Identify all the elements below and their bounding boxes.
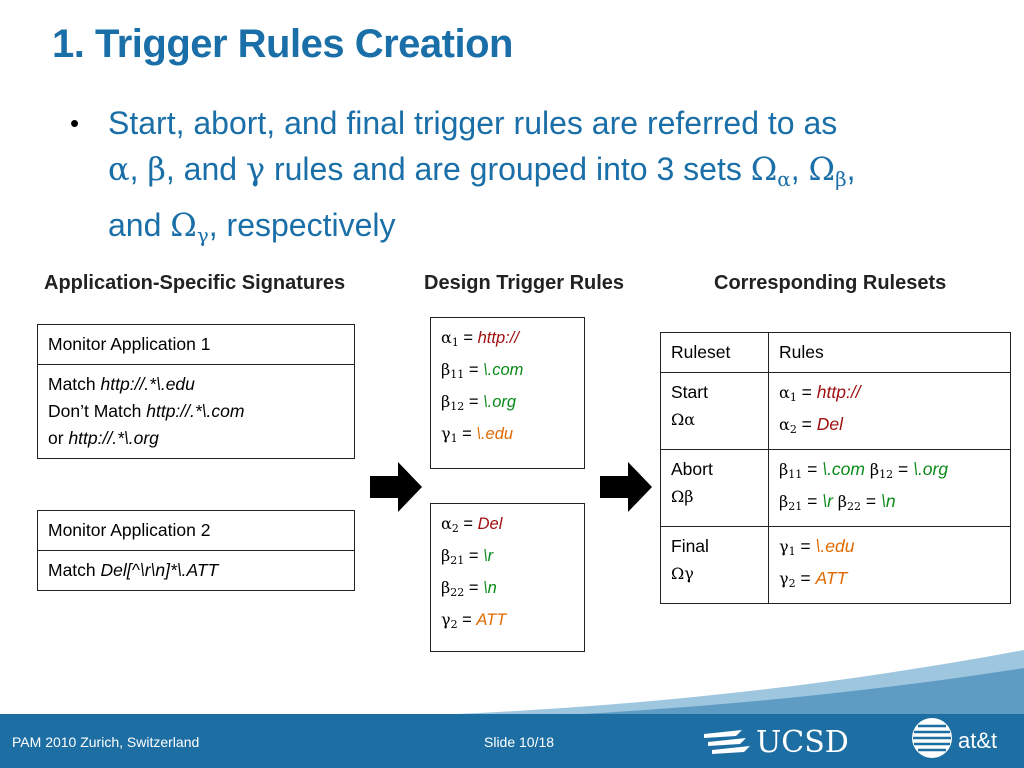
ruleset-start: Start Ωα [660, 372, 769, 450]
rules-start: α1 = http:// α2 = Del [768, 372, 1011, 450]
table-row: Start Ωα α1 = http:// α2 = Del [660, 372, 1011, 450]
rule-line: γ1 = \.edu [441, 424, 514, 445]
att-wordmark: at&t [958, 728, 998, 753]
omega-gamma-symbol: Ω [170, 206, 197, 244]
bullet-text: Start, abort, and final trigger rules ar… [108, 100, 968, 258]
ruleset-table: Ruleset Rules Start Ωα α1 = http:// α2 =… [660, 332, 1011, 604]
omega-sub-beta: β [835, 167, 847, 191]
app2-match-value: Del[^\r\n]*\.ATT [100, 560, 219, 580]
footer-conference: PAM 2010 Zurich, Switzerland [12, 734, 200, 750]
design-rules-box-1: α1 = http:// β11 = \.com β12 = \.org γ1 … [430, 317, 585, 469]
bullet-text-3: rules and are grouped into 3 sets [265, 151, 751, 187]
app1-signature: Match http://.*\.edu Don’t Match http://… [38, 365, 354, 458]
heading-rulesets: Corresponding Rulesets [714, 272, 947, 294]
app2-match-label: Match [48, 560, 101, 580]
rule-line: β12 = \.org [441, 392, 517, 413]
rule-line: β22 = \n [441, 578, 497, 599]
rules-final: γ1 = \.edu γ2 = ATT [768, 526, 1011, 604]
app1-or-label: or [48, 428, 69, 448]
omega-sub-alpha: α [777, 167, 791, 191]
bullet-comma-2: , [846, 151, 856, 187]
heading-signatures: Application-Specific Signatures [44, 272, 346, 294]
monitor-app-1-box: Monitor Application 1 Match http://.*\.e… [37, 324, 355, 459]
ucsd-wordmark: UCSD [756, 725, 849, 760]
app1-dont-match-label: Don’t Match [48, 401, 147, 421]
beta-symbol: β [147, 150, 166, 188]
footer-bar [0, 714, 1024, 768]
ruleset-final: Final Ωγ [660, 526, 769, 604]
header-ruleset: Ruleset [660, 332, 769, 373]
bullet-text-1: Start, abort, and final trigger rules ar… [108, 105, 838, 141]
gamma-symbol: γ [245, 150, 266, 188]
omega-sub-gamma: γ [196, 223, 209, 247]
footer-slide-number: Slide 10/18 [484, 734, 555, 750]
app1-header: Monitor Application 1 [38, 325, 354, 365]
omega-alpha-symbol: Ω [750, 150, 778, 188]
bullet-and-2: and [108, 207, 171, 243]
app2-header: Monitor Application 2 [38, 511, 354, 551]
alpha-symbol: α [108, 150, 130, 188]
table-row: Final Ωγ γ1 = \.edu γ2 = ATT [660, 526, 1011, 604]
arrow-right-icon [600, 462, 652, 512]
slide-title: 1. Trigger Rules Creation [52, 22, 513, 66]
rule-line: α2 = Del [441, 514, 503, 535]
arrow-right-icon [370, 462, 422, 512]
bullet-and: , and [165, 151, 246, 187]
bullet-comma: , [790, 151, 809, 187]
ruleset-abort: Abort Ωβ [660, 449, 769, 527]
design-rules-box-2: α2 = Del β21 = \r β22 = \n γ2 = ATT [430, 503, 585, 652]
rule-line: α1 = http:// [441, 328, 519, 349]
table-row: Abort Ωβ β11 = \.com β12 = \.org β21 = \… [660, 449, 1011, 527]
app1-dont-match-value: http://.*\.com [146, 401, 245, 421]
bullet-dot: • [70, 108, 80, 138]
bullet-text-5: , respectively [208, 207, 396, 243]
app2-signature: Match Del[^\r\n]*\.ATT [38, 551, 354, 590]
rules-abort: β11 = \.com β12 = \.org β21 = \r β22 = \… [768, 449, 1011, 527]
table-row: Ruleset Rules [660, 332, 1011, 373]
rule-line: β21 = \r [441, 546, 494, 567]
rule-line: γ2 = ATT [441, 610, 507, 631]
bullet-sep: , [129, 151, 148, 187]
monitor-app-2-box: Monitor Application 2 Match Del[^\r\n]*\… [37, 510, 355, 591]
rule-line: β11 = \.com [441, 360, 524, 381]
att-globe-icon [912, 718, 952, 758]
omega-beta-symbol: Ω [808, 150, 836, 188]
app1-match-label: Match [48, 374, 101, 394]
heading-design-rules: Design Trigger Rules [424, 272, 625, 294]
app1-or-value: http://.*\.org [68, 428, 159, 448]
ucsd-logo: UCSD [704, 725, 849, 760]
header-rules: Rules [768, 332, 1011, 373]
app1-match-value: http://.*\.edu [100, 374, 195, 394]
